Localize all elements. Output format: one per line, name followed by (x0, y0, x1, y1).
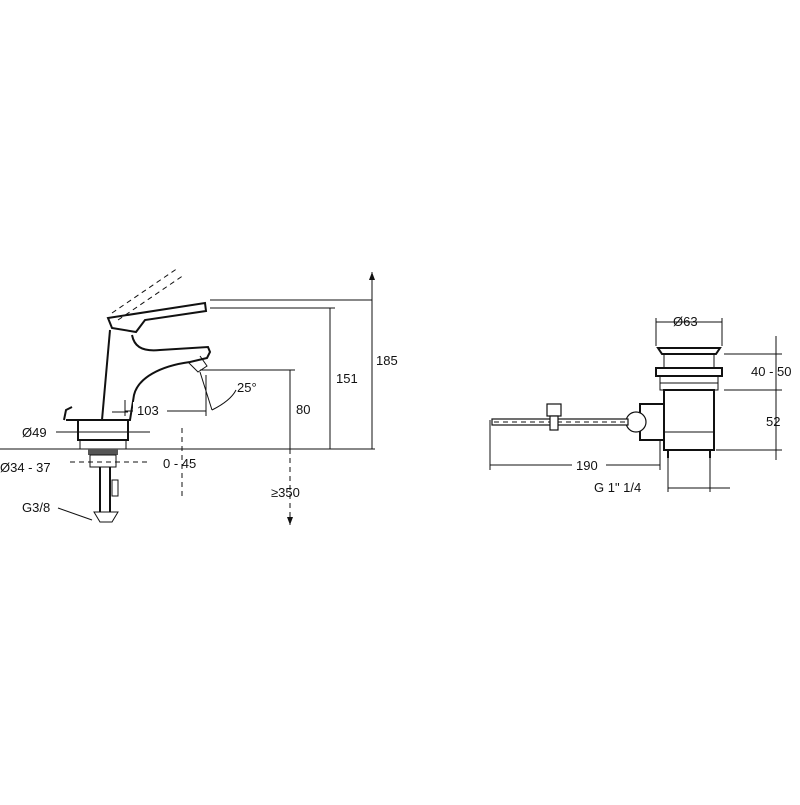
dim-103-bg (133, 402, 167, 418)
arrow-350 (287, 517, 293, 525)
dim-body-label: 52 (766, 414, 780, 429)
faucet-body (100, 329, 212, 421)
lever-handle (106, 301, 208, 334)
drain-drawing: Ø63 40 - 50 52 190 G 1" 1/4 (489, 314, 791, 495)
dim-151-label: 151 (336, 371, 358, 386)
fixing-nut (88, 449, 118, 455)
aerator (187, 355, 208, 373)
side-fitting-nut (625, 411, 647, 433)
dim-deck-label: 0 - 45 (163, 456, 196, 471)
rod-clip (546, 403, 562, 417)
rod-clip-body (549, 415, 559, 431)
faucet-drawing: 185 151 80 ≥350 103 25° 0 - 45 Ø49 Ø34 -… (0, 267, 398, 525)
drain-cap (656, 347, 722, 355)
dim-angle-label: 25° (237, 380, 257, 395)
dim-80-label: 80 (296, 402, 310, 417)
dim-185-label: 185 (376, 353, 398, 368)
faucet-base (77, 419, 129, 441)
thread-leader (57, 507, 93, 521)
dim-190-bg (572, 456, 606, 472)
lever-open-position-edge (117, 274, 185, 321)
dim-hole-label: Ø34 - 37 (0, 460, 51, 475)
drain-flange (655, 367, 723, 377)
dim-adjust-label: 40 - 50 (751, 364, 791, 379)
thread-label: G3/8 (22, 500, 50, 515)
popup-rod (63, 406, 80, 421)
dim-angle-arc (199, 371, 237, 411)
dim-103-label: 103 (137, 403, 159, 418)
mounting-stud (111, 479, 119, 497)
lever-open-position (111, 267, 179, 314)
faucet-base-ring (79, 439, 127, 450)
dim-base-label: Ø49 (22, 425, 47, 440)
drain-body (663, 389, 715, 451)
drain-thread-label: G 1" 1/4 (594, 480, 641, 495)
fixing-washer (89, 454, 117, 468)
dim-cap-label: Ø63 (673, 314, 698, 329)
hose-connector (93, 511, 119, 523)
arrow-185 (369, 272, 375, 280)
dim-350-label: ≥350 (271, 485, 300, 500)
dim-rod-label: 190 (576, 458, 598, 473)
